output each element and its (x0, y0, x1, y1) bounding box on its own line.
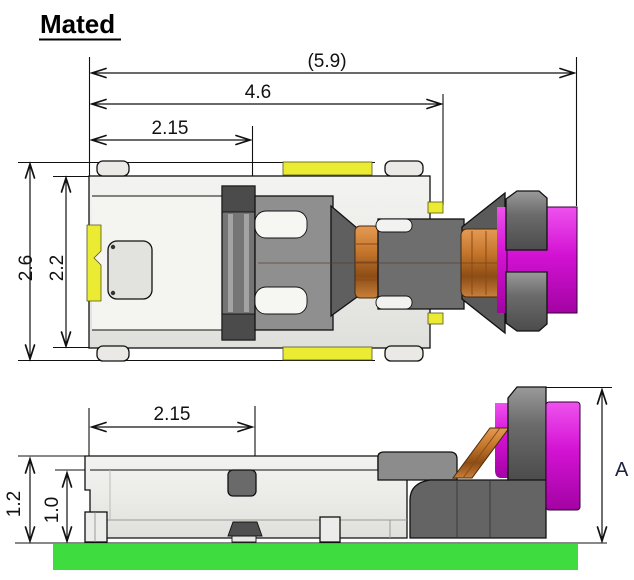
side-view-drawing (53, 386, 581, 570)
title-text: Mated (40, 9, 115, 39)
cable-jacket-strip (497, 207, 507, 313)
dim-label-receptacle-length-side: 2.15 (154, 404, 191, 425)
dim-overall-length-ref: (5.9) (89, 51, 577, 79)
dim-overall-height: 1.2 (4, 456, 36, 544)
dim-receptacle-length-top: 2.15 (89, 118, 253, 146)
interlock-stripe (244, 214, 249, 312)
dim-body-width: 2.2 (47, 175, 72, 349)
arrow-left (89, 98, 107, 110)
arrow-right (559, 67, 577, 79)
dim-label-receptacle-length: 2.15 (152, 118, 189, 139)
barrel-slot-bottom (375, 295, 413, 310)
arrow-right (235, 134, 253, 146)
latch-hook-bottom-right (384, 345, 424, 362)
cable-cap-top (505, 190, 548, 251)
solder-pad-plug-top (427, 201, 444, 214)
latch-hook-top-right (384, 160, 424, 177)
solder-pad-top (282, 161, 373, 176)
plug-barrel (377, 218, 465, 310)
arrow-down (61, 526, 73, 544)
contact-detail-dot (110, 244, 116, 250)
arrow-down (60, 331, 72, 349)
mount-foot-left (84, 511, 108, 543)
plug-cutout-top (254, 210, 308, 239)
dim-label-body-height: 1.0 (42, 497, 63, 523)
arrow-down (596, 526, 608, 544)
latch-hook-bottom-left (96, 345, 130, 362)
contact-detail-dot (110, 290, 116, 296)
dim-receptacle-length-side: 2.15 (89, 404, 255, 433)
arrow-up (61, 470, 73, 488)
dim-label-housing-length: 4.6 (245, 82, 271, 103)
cable-jacket-strip-side (495, 403, 508, 478)
arrow-down (24, 344, 36, 362)
arrow-up (60, 175, 72, 193)
arrow-left (89, 67, 107, 79)
arrow-right (237, 421, 255, 433)
solder-pad-plug-bottom (427, 312, 444, 325)
arrow-left (89, 134, 107, 146)
pcb-board (53, 544, 578, 570)
arrow-left (89, 421, 107, 433)
dim-label-overall-ref: (5.9) (307, 51, 346, 72)
receptacle-contact (107, 240, 153, 300)
backshell-block (377, 451, 458, 481)
arrow-right (426, 98, 444, 110)
cable-jacket-side (545, 401, 581, 511)
latch-hook-top-left (96, 160, 130, 177)
contact-block-side (227, 469, 257, 497)
plug-cutout-bottom (254, 286, 308, 315)
mount-foot-right (319, 516, 341, 543)
cable-cap-side (507, 386, 547, 481)
dim-body-height: 1.0 (42, 470, 73, 544)
dim-label-overall-height: 1.2 (4, 491, 25, 517)
interlock-block-bottom (221, 313, 256, 341)
dim-mated-height: A (596, 387, 629, 544)
top-view-drawing (86, 160, 578, 362)
arrow-up (24, 456, 36, 474)
solder-pad-bottom (282, 346, 373, 361)
barrel-slot-top (375, 218, 413, 233)
cable-cap-bottom (505, 271, 548, 332)
arrow-up (24, 161, 36, 179)
dim-overall-width: 2.6 (16, 161, 37, 362)
interlock-block-top (221, 185, 256, 213)
drawing-title: Mated (39, 9, 121, 41)
dim-label-body-width: 2.2 (47, 255, 68, 281)
dim-housing-length: 4.6 (89, 82, 444, 110)
arrow-up (596, 387, 608, 405)
solder-pad-left (86, 224, 102, 302)
center-contact-bump (227, 521, 263, 537)
interlock-stripe (228, 214, 233, 312)
dim-label-overall-width: 2.6 (16, 255, 37, 281)
dim-label-mated-height: A (615, 459, 629, 481)
arrow-down (24, 526, 36, 544)
